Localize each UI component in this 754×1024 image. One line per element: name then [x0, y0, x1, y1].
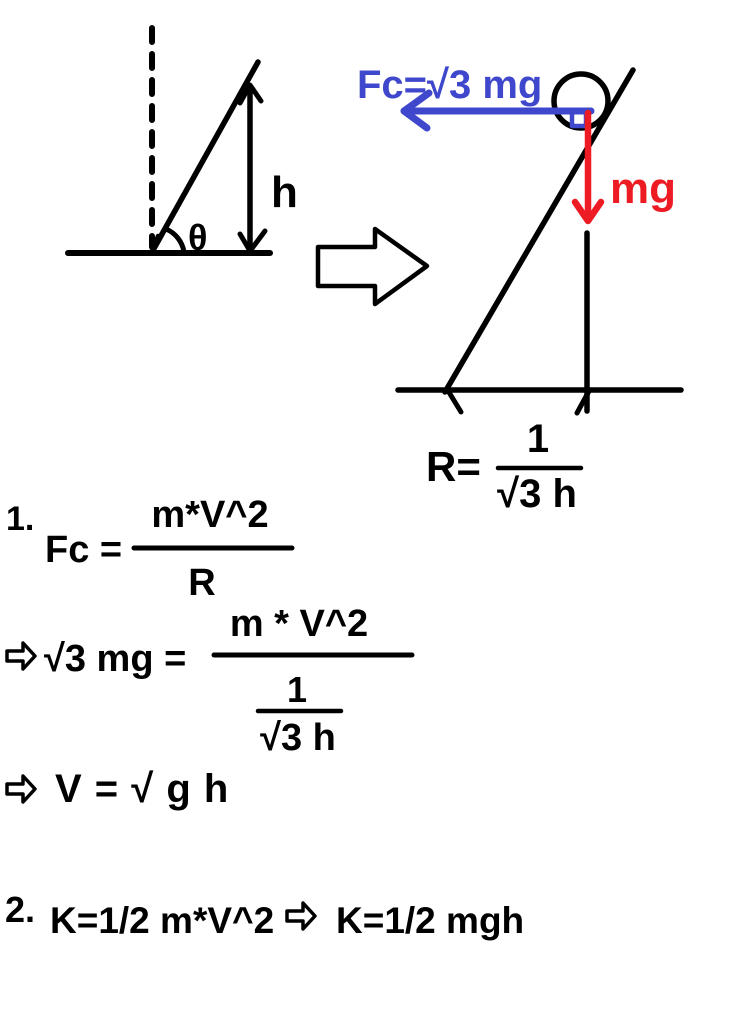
- kinetic-equation: K=1/2 m*V^2: [50, 900, 274, 941]
- angle-arc: [163, 226, 187, 255]
- fraction-numerator: m*V^2: [151, 494, 268, 536]
- angle-label: θ: [188, 217, 207, 258]
- inner-fraction-denominator: √3 h: [260, 717, 336, 759]
- step-number: 1.: [6, 500, 34, 538]
- ball-circle: [551, 71, 611, 131]
- step-2: √3 mg = m * V^2 1 √3 h: [5, 603, 415, 759]
- implies-arrow-icon: [5, 774, 37, 804]
- step-number: 2.: [5, 889, 35, 930]
- equation-lhs: Fc =: [45, 529, 122, 571]
- height-arrow-bottom-head: [237, 228, 268, 254]
- weight-label: mg: [610, 164, 676, 213]
- inner-fraction-numerator: 1: [287, 669, 307, 710]
- radius-label: R=: [426, 443, 481, 490]
- incline-line: [442, 67, 636, 395]
- equation-lhs: √3 mg =: [44, 638, 186, 680]
- height-arrow-top-head: [237, 82, 264, 106]
- incline-line: [149, 59, 261, 255]
- right-angle-mark: [569, 110, 589, 129]
- centripetal-force-arrow-head: [400, 89, 433, 132]
- weight-arrow-head: [571, 198, 605, 225]
- implies-arrow-icon: [285, 901, 317, 931]
- worked-solution: 1. Fc = m*V^2 R √3 mg = m * V^2 1 √3 h V…: [5, 494, 524, 941]
- equation: V = √ g h: [55, 767, 229, 811]
- result-equation: K=1/2 mgh: [336, 900, 524, 941]
- step-1: 1. Fc = m*V^2 R: [6, 494, 295, 604]
- free-body-diagram: Fc=√3 mg mg R= 1 √3 h: [357, 63, 684, 516]
- fraction-denominator: R: [188, 562, 215, 604]
- radius-numerator: 1: [527, 417, 549, 461]
- centripetal-force-label: Fc=√3 mg: [357, 63, 542, 107]
- step-4: 2. K=1/2 m*V^2 K=1/2 mgh: [5, 889, 524, 941]
- implies-arrow-icon: [5, 641, 37, 671]
- step-3: V = √ g h: [5, 767, 229, 811]
- right-block-arrow-icon: [315, 226, 430, 307]
- incline-base-tick: [444, 386, 464, 415]
- incline-end-tick: [149, 233, 161, 255]
- fraction-numerator: m * V^2: [230, 603, 368, 645]
- radius-denominator: √3 h: [497, 472, 577, 516]
- incline-angle-diagram: θ h: [65, 25, 298, 258]
- height-label: h: [271, 168, 298, 217]
- vertical-base-tick: [574, 388, 592, 416]
